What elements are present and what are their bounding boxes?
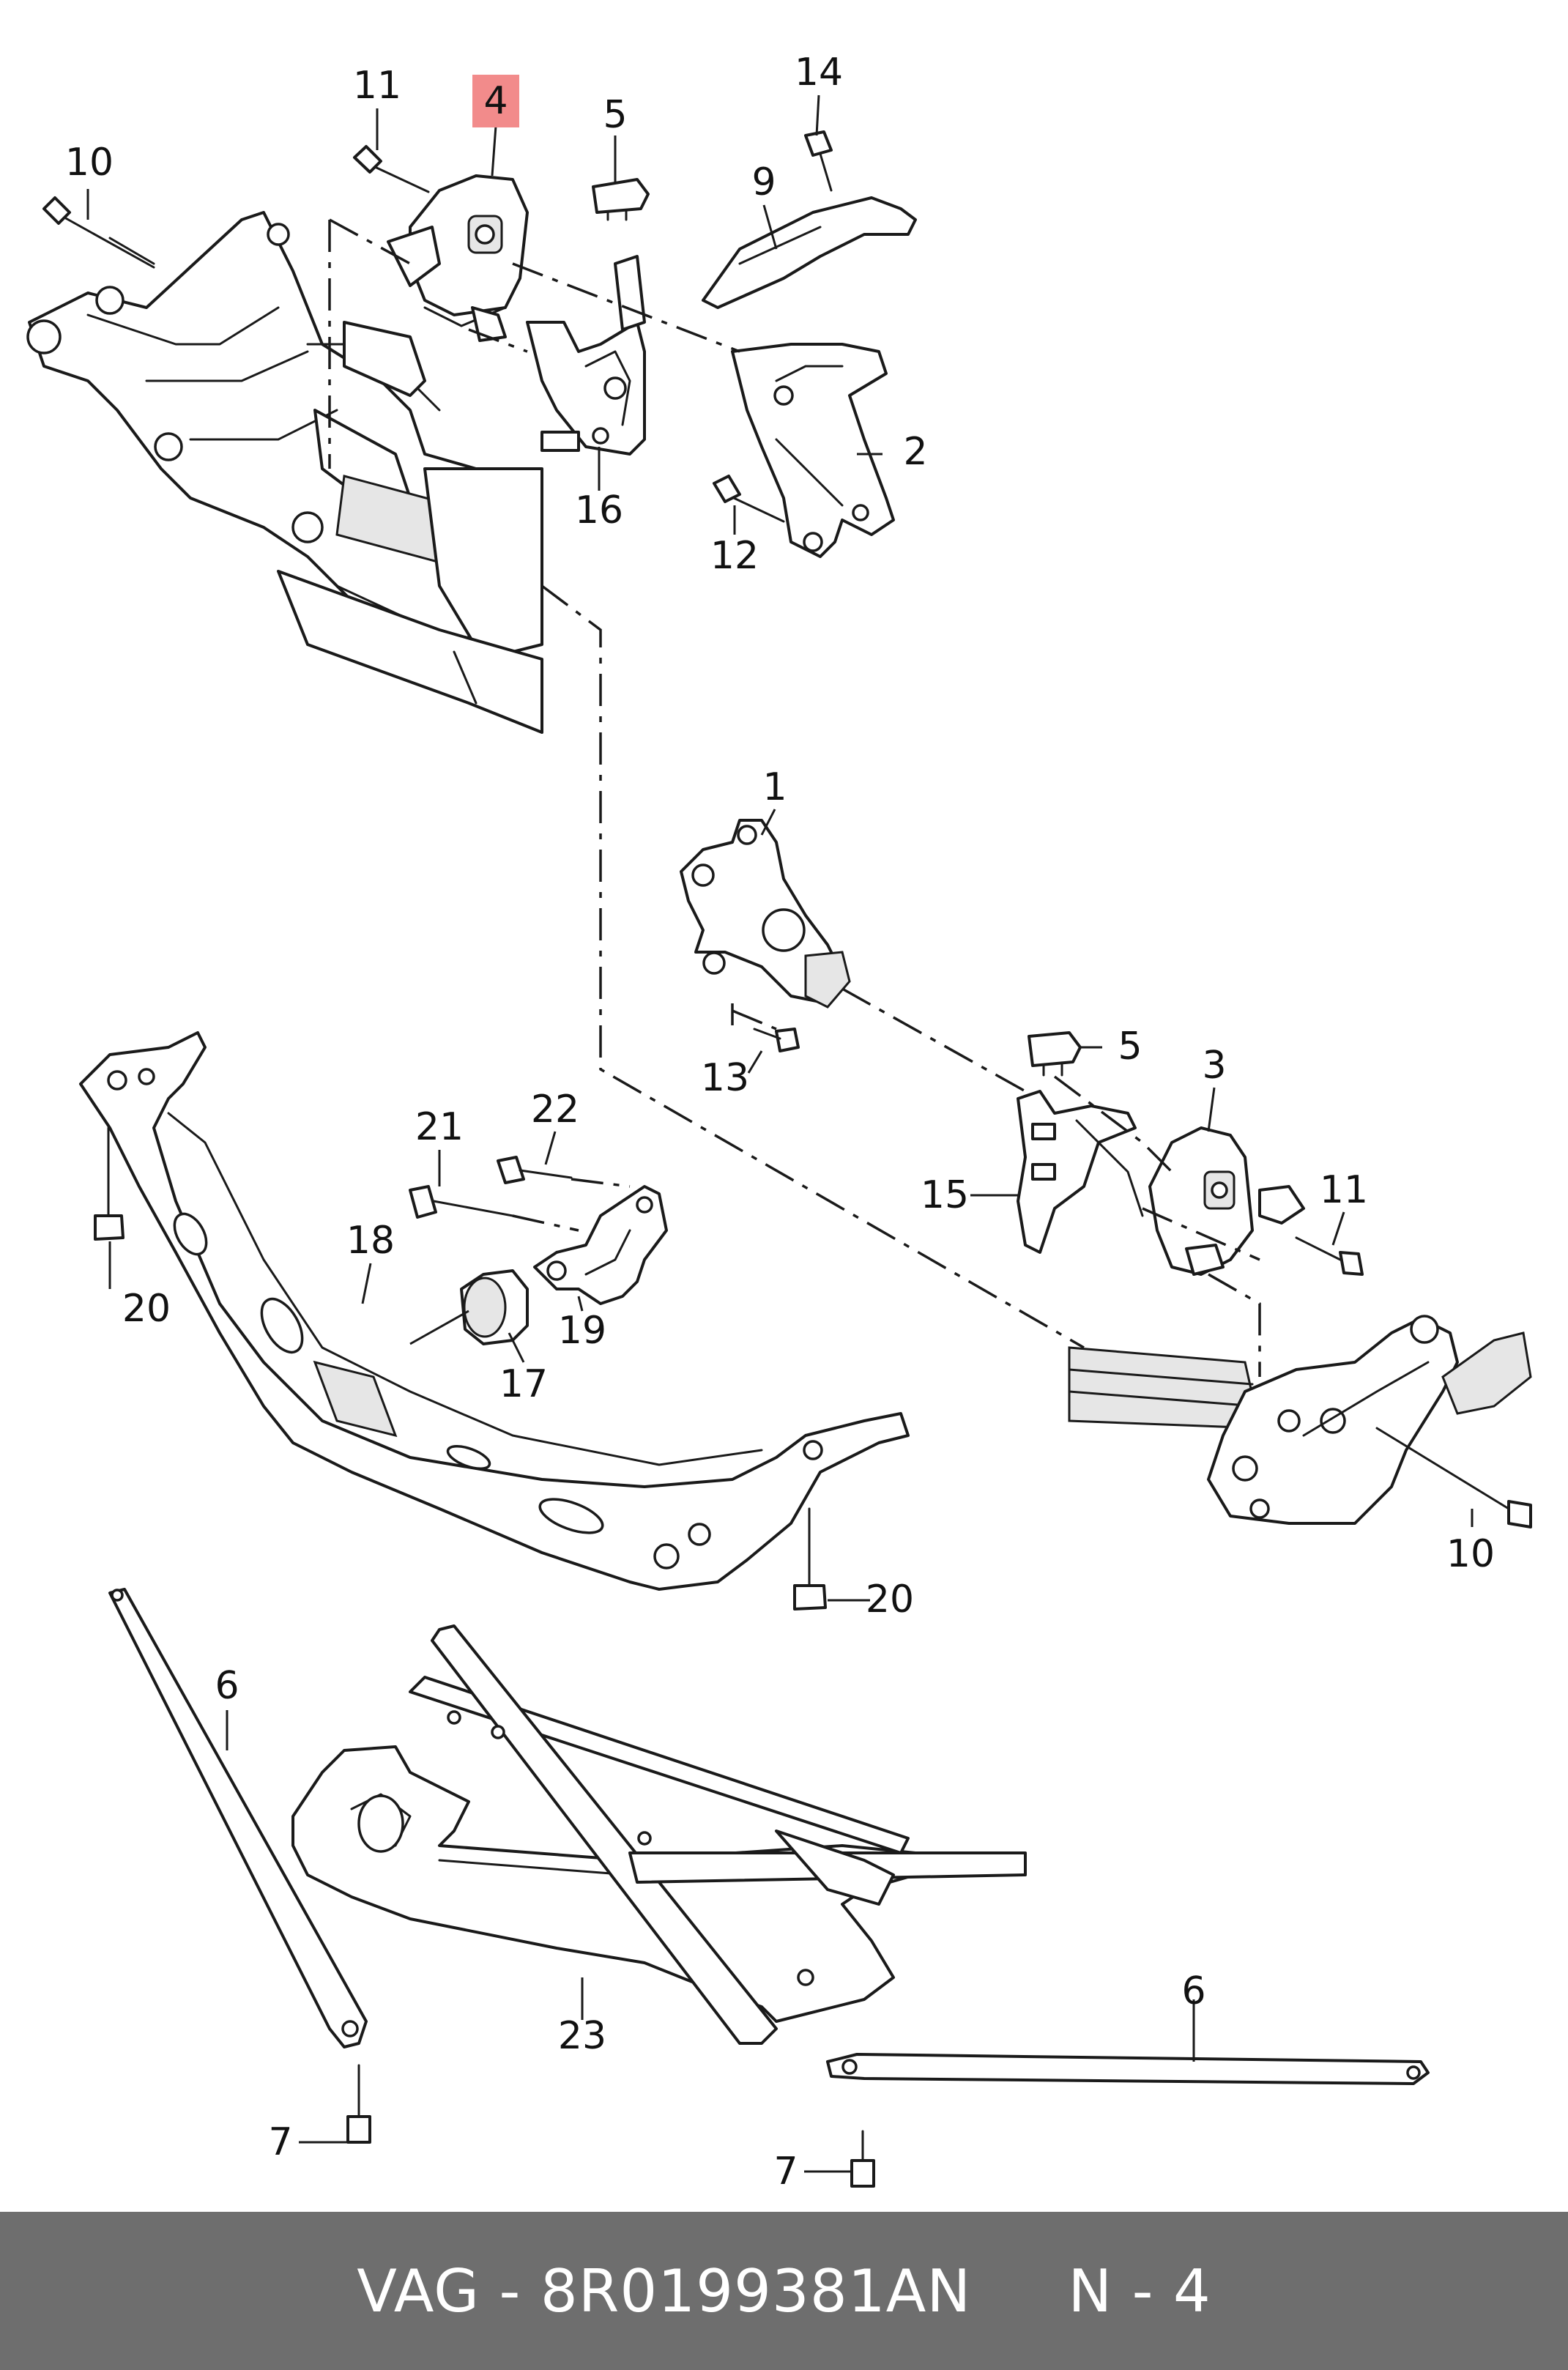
callout-4-highlight [472, 75, 519, 127]
part-number-caption: VAG - 8R0199381AN N - 4 [357, 2256, 1211, 2325]
callout-9: 9 [751, 160, 776, 204]
assembly-axis-line-9 [512, 1178, 631, 1232]
leader-lines [86, 94, 1474, 2173]
footer-bar: VAG - 8R0199381AN N - 4 [0, 2212, 1568, 2370]
strut-part-6-right [826, 2053, 1430, 2085]
bracket-part-16 [526, 255, 646, 456]
callout-16: 16 [575, 489, 623, 532]
callout-5-mid: 5 [1118, 1025, 1142, 1069]
bolt-22 [497, 1156, 573, 1184]
subframe-mid-right [1068, 1315, 1532, 1525]
callout-5-top: 5 [603, 93, 627, 137]
buffer-part-5-top [592, 178, 650, 221]
callout-13: 13 [701, 1056, 749, 1100]
exploded-parts-diagram: 10 11 4 5 14 9 2 16 12 1 13 5 3 15 11 10… [26, 51, 1532, 2193]
callout-21: 21 [415, 1105, 464, 1149]
assembly-axis-line-6 [731, 987, 1026, 1093]
bolt-11-top [353, 145, 430, 193]
callout-6-right: 6 [1181, 1969, 1205, 2013]
bolt-7-left [346, 2064, 371, 2144]
callout-1: 1 [762, 765, 787, 809]
bolt-20-left [94, 1126, 125, 1241]
bolt-13 [753, 1028, 800, 1052]
crossmember-part-18 [79, 1031, 910, 1591]
callout-14: 14 [795, 51, 843, 94]
engine-mount-part-4 [387, 174, 529, 342]
callout-7-right: 7 [773, 2150, 798, 2193]
callout-18: 18 [346, 1219, 395, 1263]
subframe-top-left [26, 211, 543, 734]
buffer-part-5-mid [1028, 1031, 1082, 1077]
callout-22: 22 [531, 1088, 579, 1132]
bolt-10-mid [1375, 1427, 1532, 1528]
callout-4: 4 [483, 79, 508, 123]
torque-support-part-19 [533, 1185, 668, 1305]
bushing-part-17 [460, 1269, 529, 1345]
bolt-20-right [793, 1507, 827, 1611]
bolt-12 [713, 475, 785, 523]
assembly-axis-line-2 [512, 262, 740, 353]
callout-19: 19 [558, 1309, 606, 1353]
callout-20-left: 20 [122, 1287, 171, 1331]
bracket-part-15 [1017, 1090, 1144, 1254]
heat-shield-part-9 [702, 196, 917, 309]
bolt-21 [409, 1185, 514, 1219]
bolt-10-top [42, 196, 155, 269]
callout-11-top: 11 [353, 64, 401, 108]
callout-23: 23 [558, 2014, 606, 2058]
assembly-axis-line-4 [468, 328, 528, 353]
bracket-part-2 [731, 343, 895, 558]
callout-10-mid: 10 [1446, 1532, 1495, 1576]
callout-11-mid: 11 [1320, 1168, 1368, 1212]
callout-15: 15 [921, 1173, 969, 1217]
engine-mount-part-3 [1148, 1126, 1305, 1276]
bolt-7-right [850, 2130, 875, 2188]
callout-3: 3 [1202, 1044, 1226, 1088]
callout-6-left: 6 [215, 1664, 239, 1708]
bolt-14 [804, 130, 833, 192]
bolt-11-mid [1295, 1236, 1364, 1276]
assembly-axis-line-8 [1142, 1207, 1261, 1377]
strut-part-6-left [108, 1588, 368, 2048]
assembly-axis-line-7 [1053, 1075, 1173, 1173]
callout-10-top: 10 [65, 141, 114, 185]
brace-frame-part-23 [291, 1624, 1027, 2045]
callout-12: 12 [710, 534, 759, 578]
bracket-part-1 [680, 819, 851, 1008]
assembly-axis-line-1 [329, 218, 411, 265]
assembly-axis-line-5 [540, 584, 1085, 1349]
callout-20-right: 20 [866, 1578, 914, 1622]
callout-2: 2 [903, 430, 927, 474]
callout-7-left: 7 [268, 2120, 292, 2164]
callout-17: 17 [499, 1362, 548, 1406]
